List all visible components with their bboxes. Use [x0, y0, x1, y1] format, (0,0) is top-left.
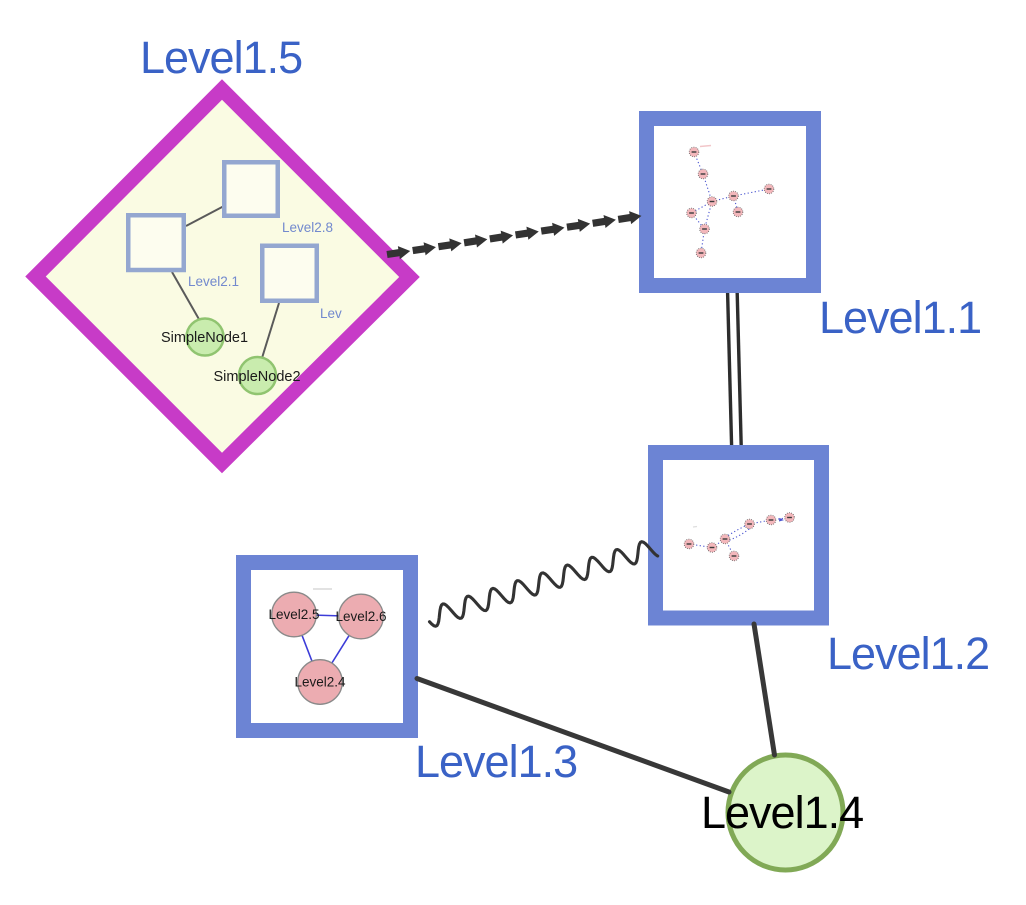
- svg-text:Lev: Lev: [320, 306, 342, 321]
- svg-text:SimpleNode1: SimpleNode1: [161, 330, 248, 346]
- svg-text:Level2.5: Level2.5: [268, 607, 319, 622]
- svg-text:Level1.5: Level1.5: [140, 32, 302, 83]
- svg-text:Level2.1: Level2.1: [188, 274, 239, 289]
- svg-text:Level1.4: Level1.4: [701, 787, 863, 838]
- svg-text:Level1.1: Level1.1: [819, 292, 981, 343]
- svg-text:Level1.3: Level1.3: [415, 736, 577, 787]
- svg-text:SimpleNode2: SimpleNode2: [213, 369, 300, 385]
- svg-text:Level2.8: Level2.8: [282, 220, 333, 235]
- svg-text:Level2.6: Level2.6: [335, 609, 386, 624]
- svg-text:Level2.4: Level2.4: [294, 675, 346, 690]
- svg-text:Level1.2: Level1.2: [827, 628, 989, 679]
